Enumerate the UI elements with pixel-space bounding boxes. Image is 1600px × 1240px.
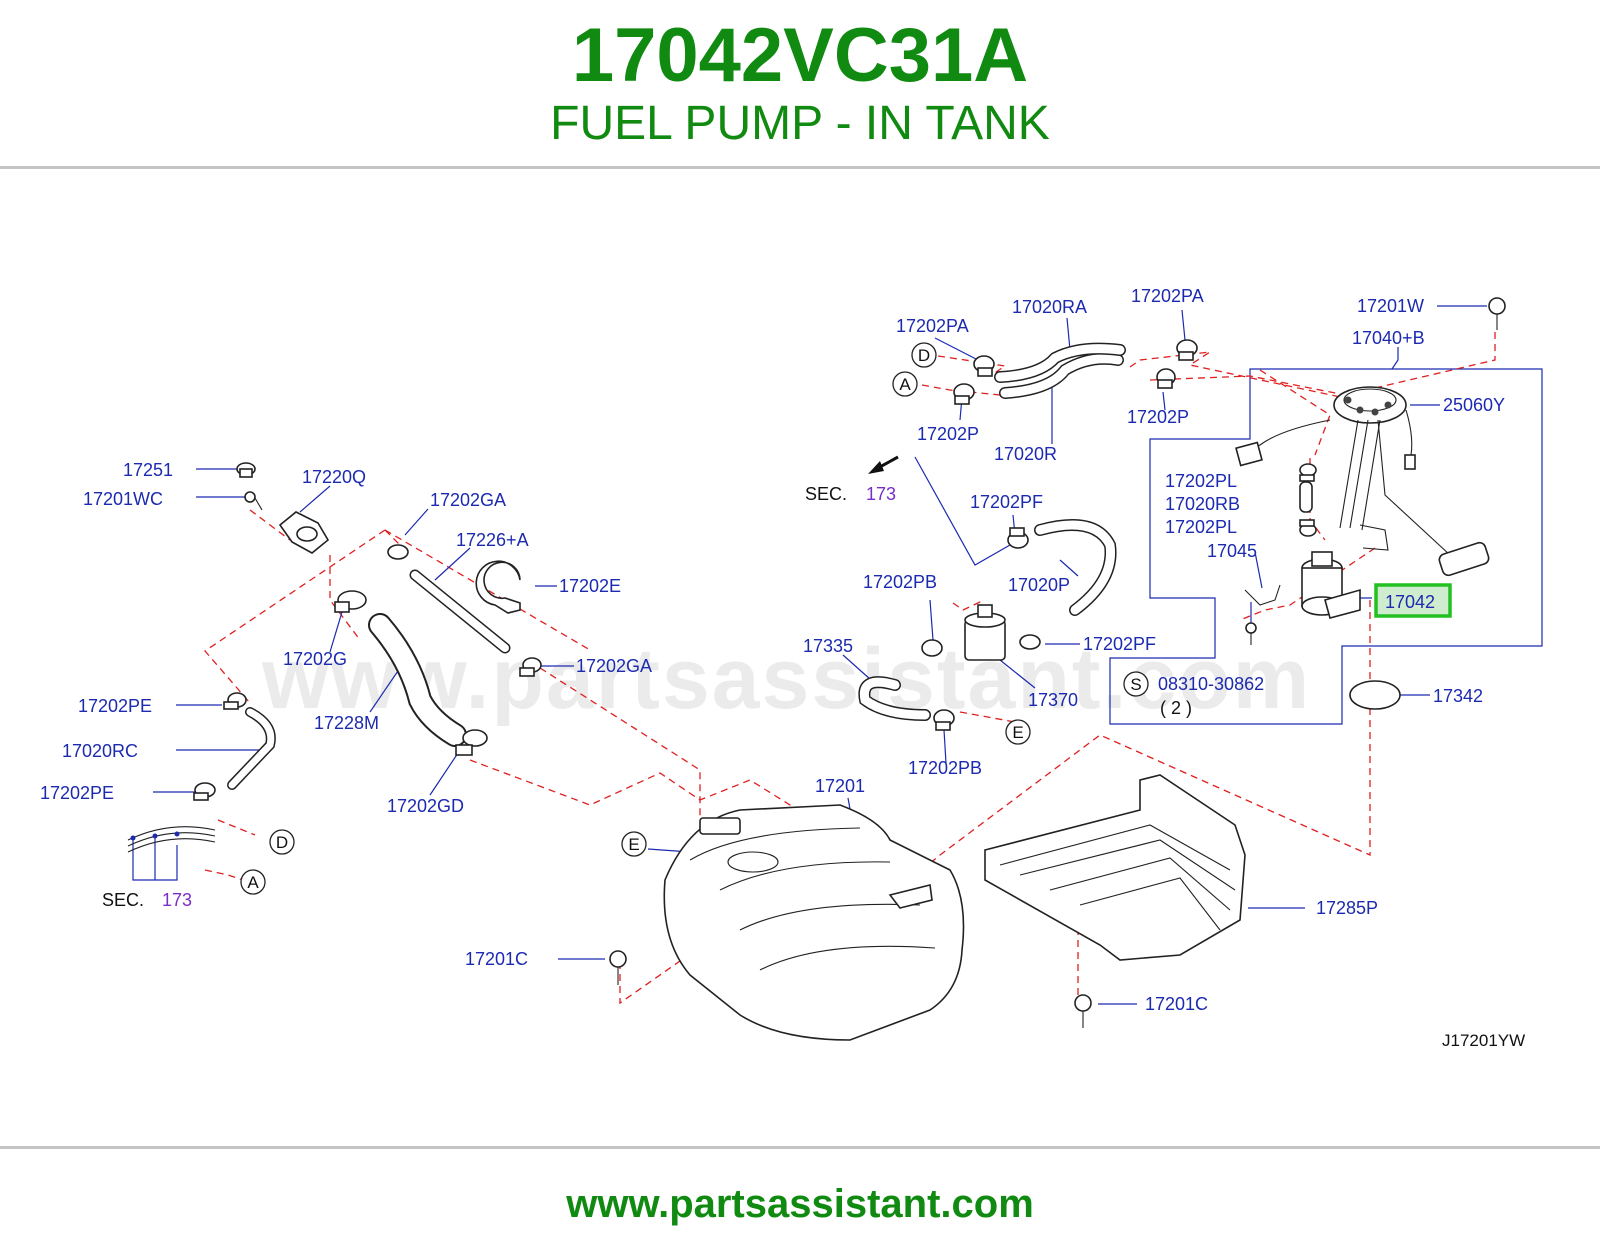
highlight-box	[1374, 583, 1452, 618]
label-17042[interactable]: 17042	[1385, 592, 1435, 612]
label-17202pa-left[interactable]: 17202PA	[896, 316, 969, 336]
label-17040b[interactable]: 17040+B	[1352, 328, 1425, 348]
callout-d-left: D	[276, 833, 288, 852]
label-17020r[interactable]: 17020R	[994, 444, 1057, 464]
label-qty: ( 2 )	[1160, 698, 1192, 718]
label-17202ga-top[interactable]: 17202GA	[430, 490, 506, 510]
label-sec-173-top[interactable]: 173	[866, 484, 896, 504]
callout-d-top: D	[918, 346, 930, 365]
label-17202ga-mid[interactable]: 17202GA	[576, 656, 652, 676]
label-17228m[interactable]: 17228M	[314, 713, 379, 733]
page-subtitle: FUEL PUMP - IN TANK	[550, 97, 1050, 150]
label-17202pa-right[interactable]: 17202PA	[1131, 286, 1204, 306]
label-17202g[interactable]: 17202G	[283, 649, 347, 669]
label-17202gd[interactable]: 17202GD	[387, 796, 464, 816]
label-17201wc[interactable]: 17201WC	[83, 489, 163, 509]
label-17202pl-top[interactable]: 17202PL	[1165, 471, 1237, 491]
label-17342[interactable]: 17342	[1433, 686, 1483, 706]
label-sec-left: SEC.	[102, 890, 144, 910]
label-17285p[interactable]: 17285P	[1316, 898, 1378, 918]
label-17201c-left[interactable]: 17201C	[465, 949, 528, 969]
label-17370[interactable]: 17370	[1028, 690, 1078, 710]
callout-e-right: E	[1012, 723, 1023, 742]
label-17020ra[interactable]: 17020RA	[1012, 297, 1087, 317]
part-labels: 17251 17201WC 17220Q 17202GA 17226+A 172…	[40, 286, 1525, 1050]
pump-assembly-frame	[1109, 368, 1543, 725]
callout-e-left: E	[628, 835, 639, 854]
label-sec-173-left[interactable]: 173	[162, 890, 192, 910]
footer-divider	[0, 1146, 1600, 1149]
label-17202pf-bot[interactable]: 17202PF	[1083, 634, 1156, 654]
callout-circles: D A D A E E S	[240, 342, 1149, 895]
label-sec-top: SEC.	[805, 484, 847, 504]
label-17202pf-top[interactable]: 17202PF	[970, 492, 1043, 512]
label-08310-30862[interactable]: 08310-30862	[1158, 674, 1264, 694]
label-17020rc[interactable]: 17020RC	[62, 741, 138, 761]
label-17201[interactable]: 17201	[815, 776, 865, 796]
label-17335[interactable]: 17335	[803, 636, 853, 656]
sec-arrow	[868, 455, 899, 474]
callout-a-top: A	[899, 375, 911, 394]
label-17202pl-bot[interactable]: 17202PL	[1165, 517, 1237, 537]
header-divider	[0, 166, 1600, 169]
label-17020rb[interactable]: 17020RB	[1165, 494, 1240, 514]
label-17251[interactable]: 17251	[123, 460, 173, 480]
callout-a-left: A	[247, 873, 259, 892]
label-17045[interactable]: 17045	[1207, 541, 1257, 561]
label-17202pe-top[interactable]: 17202PE	[78, 696, 152, 716]
label-17220q[interactable]: 17220Q	[302, 467, 366, 487]
page-title: 17042VC31A	[571, 13, 1029, 98]
label-17202pb-top[interactable]: 17202PB	[863, 572, 937, 592]
label-17201c-right[interactable]: 17201C	[1145, 994, 1208, 1014]
label-17202e[interactable]: 17202E	[559, 576, 621, 596]
label-17202p-left[interactable]: 17202P	[917, 424, 979, 444]
label-25060y[interactable]: 25060Y	[1443, 395, 1505, 415]
callout-s: S	[1130, 675, 1141, 694]
figure-code: J17201YW	[1442, 1031, 1525, 1050]
part-shapes	[127, 297, 1506, 1041]
label-17226a[interactable]: 17226+A	[456, 530, 529, 550]
label-17202pb-bot[interactable]: 17202PB	[908, 758, 982, 778]
label-17202p-right[interactable]: 17202P	[1127, 407, 1189, 427]
label-17202pe-bot[interactable]: 17202PE	[40, 783, 114, 803]
label-17201w[interactable]: 17201W	[1357, 296, 1424, 316]
label-17020p[interactable]: 17020P	[1008, 575, 1070, 595]
footer-url[interactable]: www.partsassistant.com	[566, 1182, 1034, 1226]
